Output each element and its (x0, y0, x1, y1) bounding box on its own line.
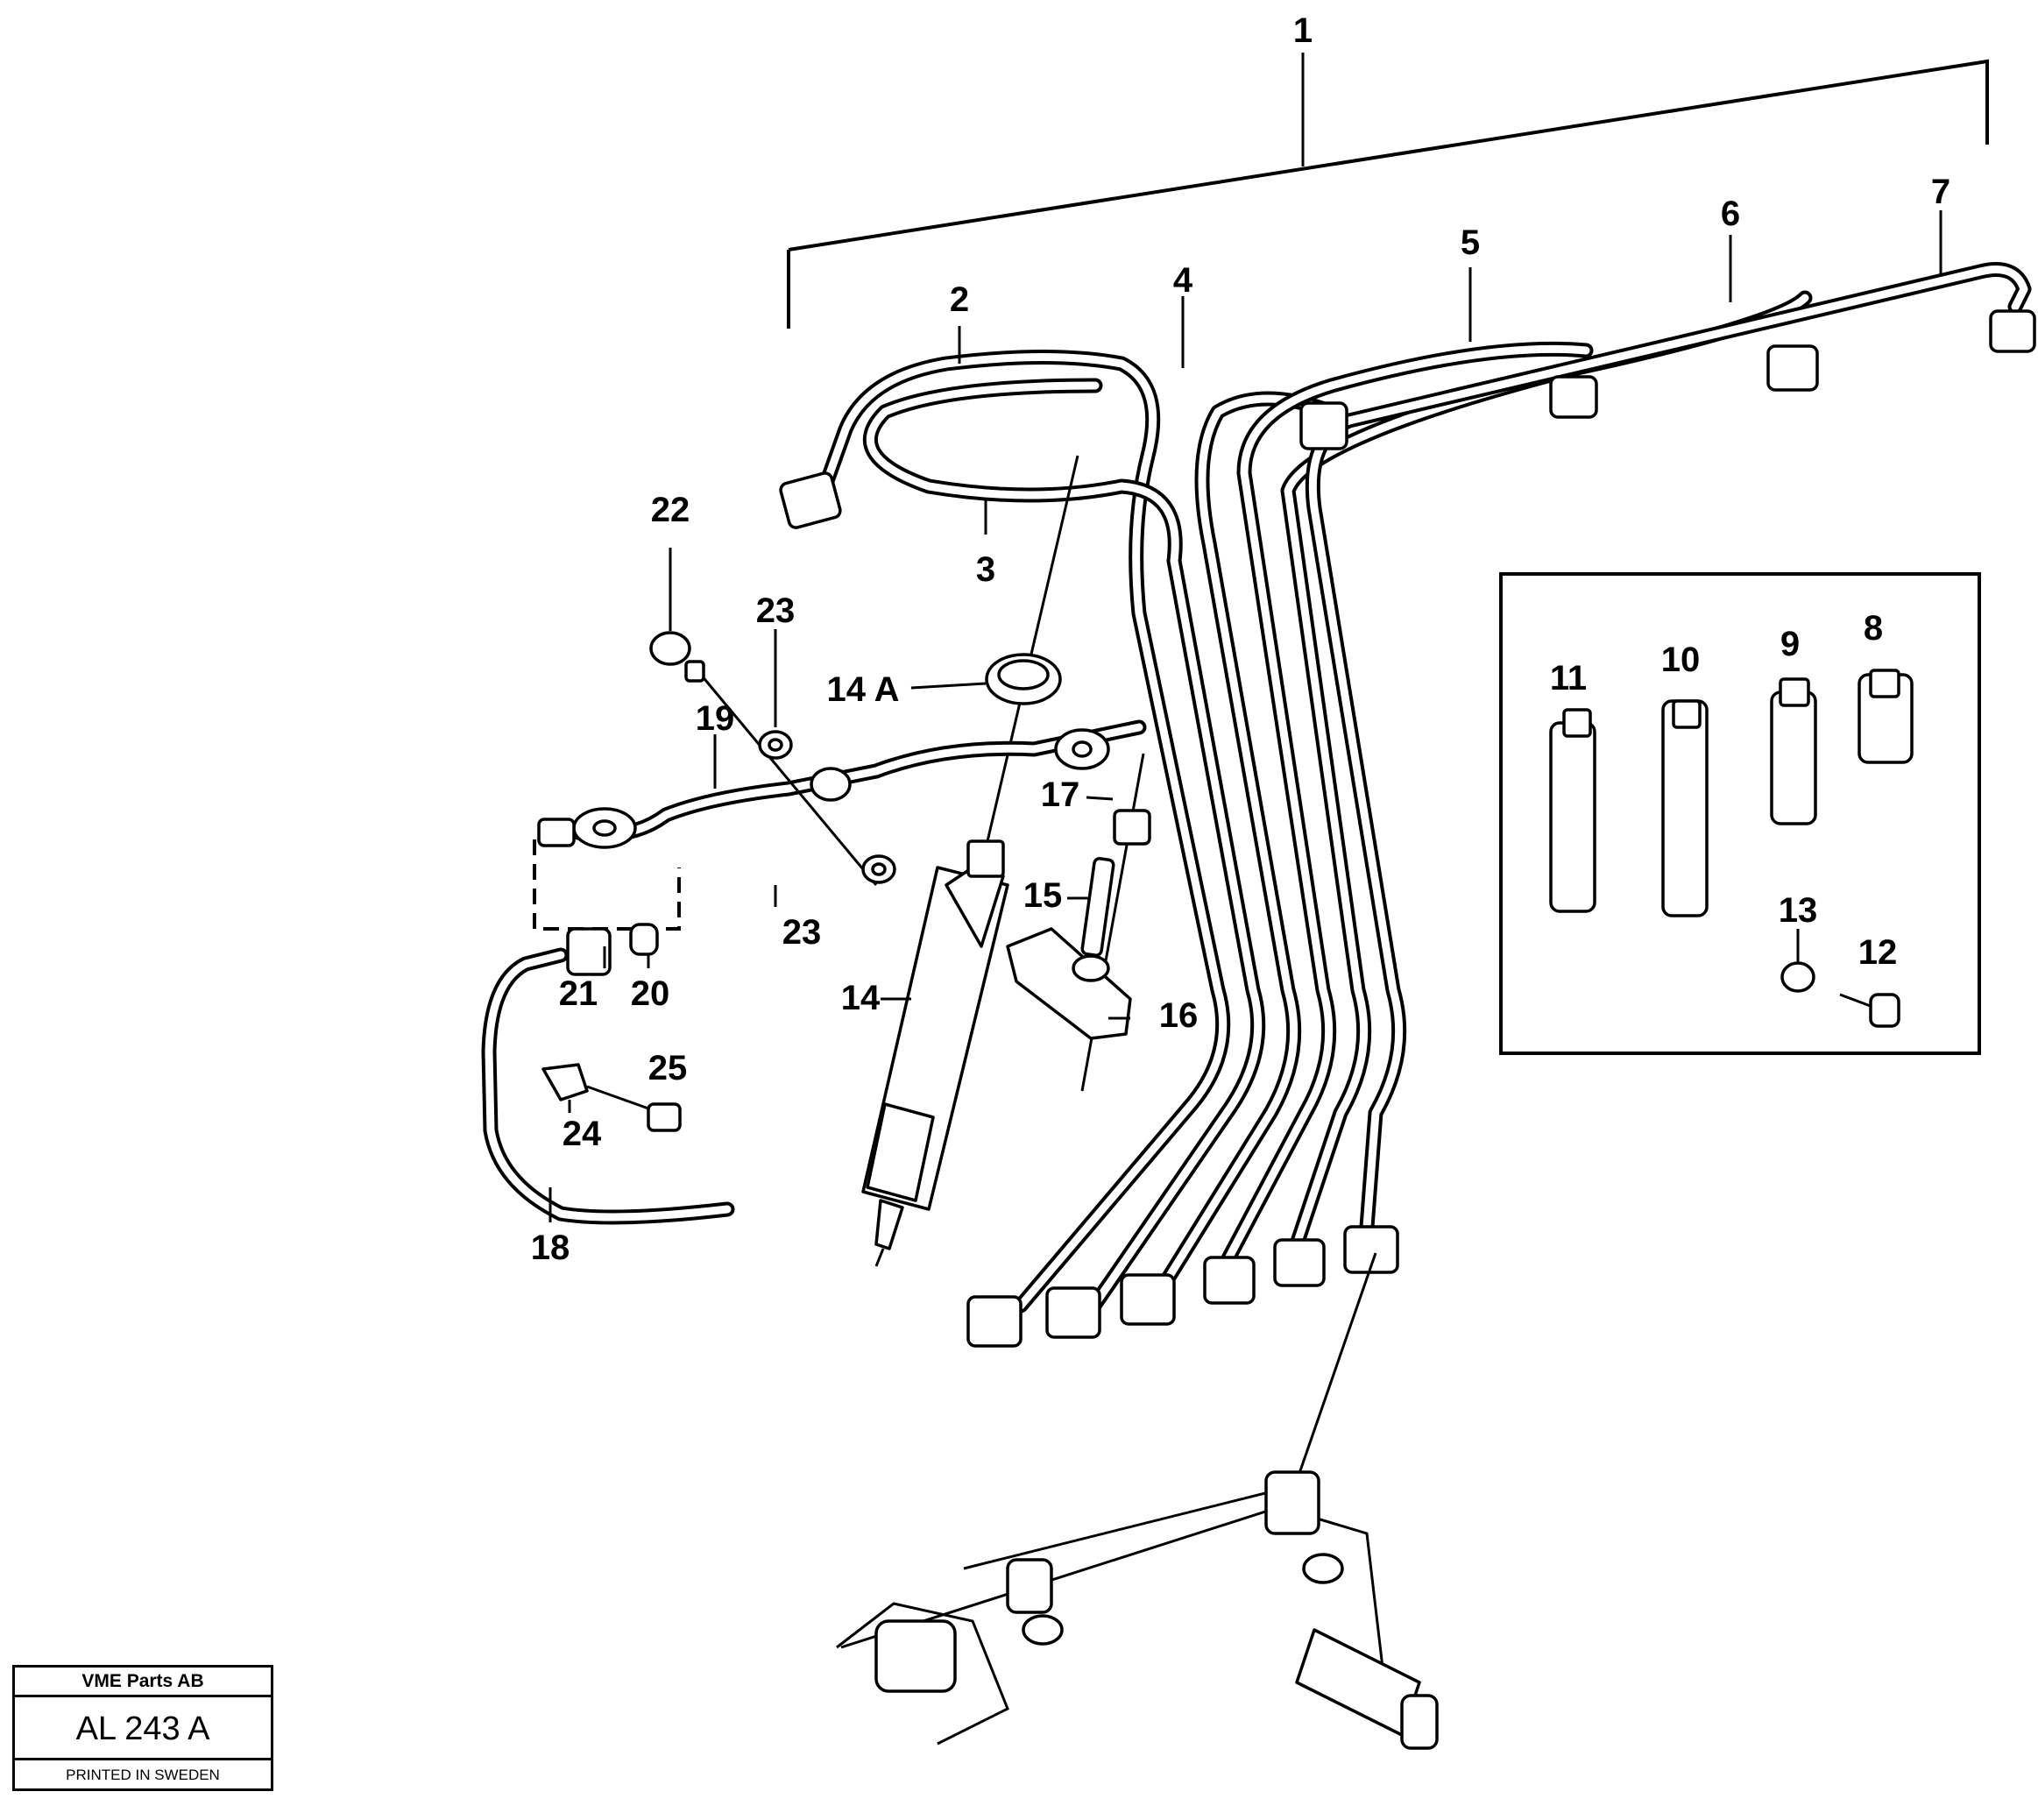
company-name: VME Parts AB (15, 1668, 271, 1697)
callout-10: 10 (1661, 641, 1701, 679)
pump-outlet-sketch (836, 1252, 1439, 1750)
callout-4: 4 (1173, 261, 1193, 300)
callout-13: 13 (1779, 891, 1818, 930)
printed-note: PRINTED IN SWEDEN (66, 1767, 220, 1783)
return-hose (481, 839, 735, 1225)
leader-lines (548, 210, 1942, 1222)
callout-7: 7 (1931, 173, 1950, 211)
callout-15: 15 (1023, 876, 1063, 915)
callout-14a: 14 A (826, 670, 899, 709)
pipe-set-bracket (787, 53, 1989, 329)
callout-20: 20 (631, 974, 670, 1013)
callout-22: 22 (651, 491, 690, 529)
callout-5: 5 (1461, 223, 1480, 262)
callout-9: 9 (1780, 625, 1800, 663)
callout-17: 17 (1041, 775, 1080, 814)
callout-19: 19 (696, 699, 735, 738)
injection-pipes (816, 262, 2032, 1331)
pipe-4 (1149, 391, 1340, 1305)
illustration-code: AL 243 A (15, 1697, 271, 1760)
callout-12: 12 (1858, 933, 1898, 972)
clamp-assembly (1006, 753, 1151, 1092)
callout-2: 2 (950, 280, 969, 319)
callout-11: 11 (1550, 659, 1587, 698)
callout-14: 14 (841, 979, 881, 1017)
callout-labels: 1 2 3 4 5 6 7 8 9 10 11 12 13 14 14 A 15… (531, 11, 1950, 1267)
pipe-nuts (779, 309, 2036, 1348)
callout-3: 3 (976, 550, 995, 589)
title-block: VME Parts AB AL 243 A PRINTED IN SWEDEN (12, 1665, 273, 1791)
leak-off-pipe (537, 631, 1147, 886)
pipe-7 (1305, 262, 2032, 1235)
injector (861, 455, 1079, 1267)
pipe-6 (1280, 290, 1813, 1252)
callout-25: 25 (648, 1049, 688, 1087)
callout-24: 24 (563, 1115, 602, 1153)
callout-21: 21 (559, 974, 598, 1013)
pipe-3 (862, 378, 1266, 1331)
callout-23-upper: 23 (756, 591, 796, 630)
bracket-inset (1499, 572, 1981, 1055)
callout-23-lower: 23 (782, 913, 822, 952)
callout-16: 16 (1159, 996, 1199, 1035)
callout-6: 6 (1721, 195, 1740, 233)
pipe-2 (816, 350, 1231, 1314)
callout-1: 1 (1293, 11, 1313, 50)
inset-frame (1499, 572, 1981, 1055)
callout-18: 18 (531, 1229, 570, 1267)
callout-8: 8 (1864, 609, 1883, 648)
pipe-5 (1219, 341, 1594, 1270)
